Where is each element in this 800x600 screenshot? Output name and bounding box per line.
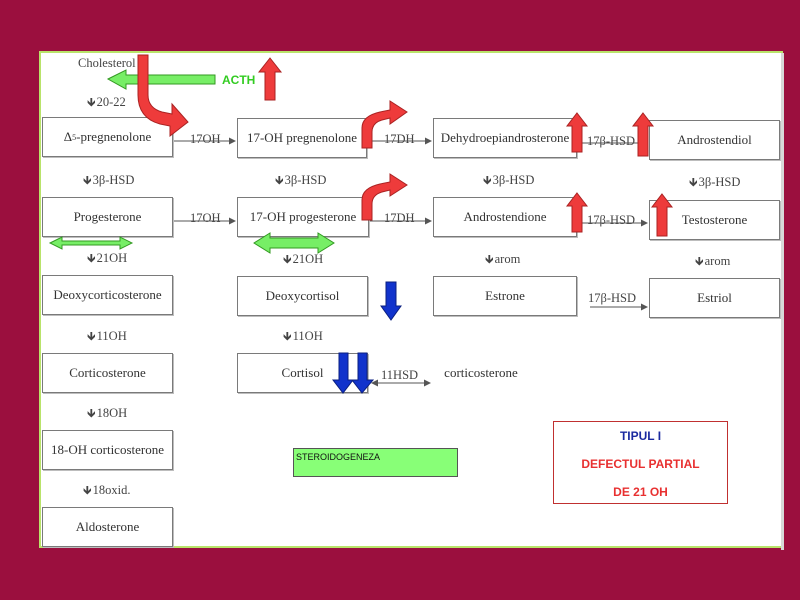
label-11oh-col1: 🡻11OH [87, 327, 127, 348]
box-estriol: Estriol [649, 278, 780, 318]
label-11oh-col2: 🡻11OH [283, 327, 323, 348]
down-arrow-icon: 🡻 [87, 329, 96, 343]
box-dhea: Dehydroepiandrosterone [433, 118, 577, 158]
down-arrow-icon: 🡻 [283, 252, 292, 266]
acth-left-arrow-icon [106, 69, 216, 90]
label-21oh-col1-text: 21OH [96, 251, 128, 265]
blue-down-arrow-deoxycortisol-icon [380, 281, 402, 321]
box-deoxycortisol: Deoxycortisol [237, 276, 368, 316]
box-17oh-progesterone: 17-OH progesterone [237, 197, 369, 237]
double-arrow-progesterone-icon [48, 236, 134, 250]
down-arrow-icon: 🡻 [275, 173, 284, 187]
down-arrow-icon: 🡻 [283, 329, 292, 343]
label-18oxid-text: 18oxid. [92, 483, 131, 497]
label-3b-hsd-col4-text: 3β-HSD [698, 175, 741, 189]
defect-enzyme-line: DE 21 OH [613, 485, 668, 499]
label-17dh-row1: 17DH [384, 132, 415, 146]
up-arrow-testosterone-icon [650, 193, 674, 237]
tipul-info-box: TIPUL I DEFECTUL PARTIAL DE 21 OH [553, 421, 728, 504]
curved-up-arrow-row1-icon [361, 100, 408, 149]
label-3b-hsd-col3: 🡻3β-HSD [483, 171, 534, 192]
label-20-22: 🡻20-22 [87, 93, 126, 114]
box-androstendione: Androstendione [433, 197, 577, 237]
delta-symbol: Δ [63, 129, 73, 144]
label-20-22-text: 20-22 [96, 95, 126, 109]
up-arrow-dhea-icon [565, 112, 589, 153]
label-11oh-col1-text: 11OH [96, 329, 127, 343]
double-arrow-17oh-progesterone-icon [253, 232, 335, 254]
pregnenolone-text: -pregnenolone [76, 129, 152, 144]
down-arrow-icon: 🡻 [689, 175, 698, 189]
down-arrow-icon: 🡻 [695, 254, 704, 268]
label-17b-hsd-row3: 17β-HSD [588, 291, 637, 305]
blue-down-arrow-cortisol-b-icon [350, 352, 375, 394]
box-corticosterone: Corticosterone [42, 353, 173, 393]
label-11oh-col2-text: 11OH [292, 329, 323, 343]
label-3b-hsd-col4: 🡻3β-HSD [689, 173, 740, 194]
label-21oh-col2-text: 21OH [292, 252, 324, 266]
down-arrow-icon: 🡻 [485, 252, 494, 266]
down-arrow-icon: 🡻 [83, 173, 92, 187]
up-arrow-androstendiol-icon [631, 112, 655, 157]
steroidogeneza-label: STEROIDOGENEZA [293, 448, 458, 477]
label-3b-hsd-col2-text: 3β-HSD [284, 173, 327, 187]
down-arrow-icon: 🡻 [87, 251, 96, 265]
down-arrow-icon: 🡻 [483, 173, 492, 187]
curved-up-arrow-row2-icon [361, 173, 408, 221]
label-3b-hsd-col1-text: 3β-HSD [92, 173, 135, 187]
acth-up-arrow-icon [257, 57, 283, 101]
label-arom-col4-text: arom [704, 254, 731, 268]
defect-line: DEFECTUL PARTIAL [581, 457, 700, 471]
label-arom-col3-text: arom [494, 252, 521, 266]
label-21oh-col1: 🡻21OH [87, 249, 127, 270]
label-18oxid: 🡻18oxid. [83, 481, 130, 502]
box-deoxycorticosterone: Deoxycorticosterone [42, 275, 173, 315]
label-3b-hsd-col3-text: 3β-HSD [492, 173, 535, 187]
up-arrow-androstendione-icon [565, 192, 589, 233]
label-arom-col4: 🡻arom [695, 252, 730, 273]
label-cholesterol: Cholesterol [78, 56, 136, 70]
box-aldosterone: Aldosterone [42, 507, 173, 547]
label-arom-col3: 🡻arom [485, 250, 520, 271]
blue-down-arrow-cortisol-a-icon [331, 352, 355, 394]
label-18oh: 🡻18OH [87, 404, 127, 425]
box-18oh-corticosterone: 18-OH corticosterone [42, 430, 173, 470]
tipul-title: TIPUL I [619, 429, 662, 443]
box-17oh-pregnenolone: 17-OH pregnenolone [237, 118, 367, 158]
box-androstendiol: Androstendiol [649, 120, 780, 160]
label-17oh-row1: 17OH [190, 132, 221, 146]
box-progesterone: Progesterone [42, 197, 173, 237]
down-arrow-icon: 🡻 [87, 406, 96, 420]
box-estrone: Estrone [433, 276, 577, 316]
label-18oh-text: 18OH [96, 406, 128, 420]
cholesterol-curved-arrow-icon [137, 54, 189, 138]
label-11hsd: 11HSD [381, 368, 419, 382]
label-21oh-col2: 🡻21OH [283, 250, 323, 271]
label-17b-hsd-row1: 17β-HSD [587, 134, 636, 148]
delta-superscript: 5 [72, 132, 77, 142]
down-arrow-icon: 🡻 [87, 95, 96, 109]
label-3b-hsd-col2: 🡻3β-HSD [275, 171, 326, 192]
panel-shadow [781, 53, 784, 550]
down-arrow-icon: 🡻 [83, 483, 92, 497]
label-acth: ACTH [222, 73, 256, 87]
label-3b-hsd-col1: 🡻3β-HSD [83, 171, 134, 192]
box-corticosterone-right: corticosterone [433, 353, 529, 393]
